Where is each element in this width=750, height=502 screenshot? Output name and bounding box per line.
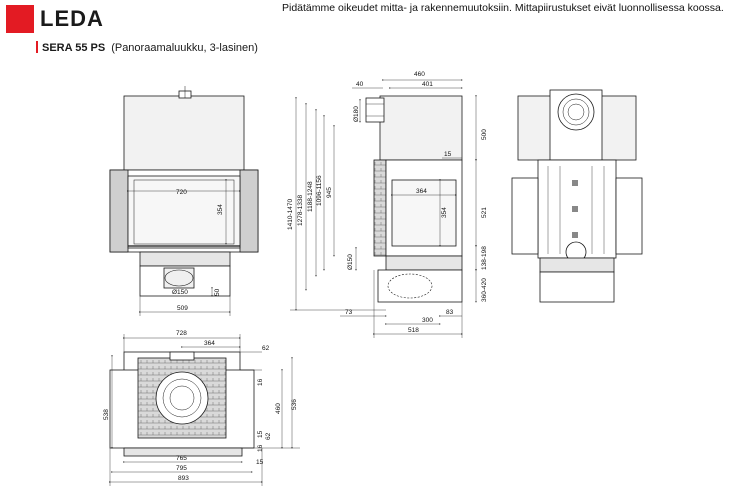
dim-73: 73 — [345, 309, 353, 316]
dim-728: 728 — [176, 330, 187, 337]
dim-300: 300 — [422, 317, 433, 324]
brand-logo: LEDA — [6, 5, 104, 33]
back-flue-ring — [557, 93, 595, 131]
dim-538: 538 — [103, 409, 110, 420]
dim-15-plan-right: 15 — [256, 459, 264, 466]
dim-500: 500 — [481, 129, 488, 140]
dim-720: 720 — [176, 189, 187, 196]
plan-flue-ring — [155, 371, 209, 425]
dim-536: 536 — [291, 399, 298, 410]
side-view — [290, 79, 477, 338]
dim-1410-1470: 1410-1470 — [287, 199, 294, 230]
front-base — [139, 251, 231, 267]
back-base — [539, 257, 615, 273]
brand-name: LEDA — [40, 6, 104, 31]
dim-62-top: 62 — [262, 345, 270, 352]
dim-83: 83 — [446, 309, 454, 316]
dim-1278-1338: 1278-1338 — [297, 195, 304, 226]
dim-16-bottom: 16 — [257, 444, 264, 452]
dim-354-front: 354 — [217, 204, 224, 215]
dim-15-plan: 15 — [257, 430, 264, 438]
model-heading: SERA 55 PS (Panoraamaluukku, 3-lasinen) — [36, 41, 258, 54]
dim-364-side: 364 — [416, 188, 427, 195]
side-glass — [391, 179, 457, 247]
dim-1096-1156: 1096-1156 — [316, 175, 323, 206]
dim-354-side: 354 — [441, 207, 448, 218]
dim-765: 765 — [176, 455, 187, 462]
side-front-frame — [373, 159, 387, 257]
dim-401: 401 — [422, 81, 433, 88]
dim-893: 893 — [178, 475, 189, 482]
side-hood — [379, 95, 463, 161]
dim-509: 509 — [177, 305, 188, 312]
dim-1188-1248: 1188-1248 — [307, 181, 314, 212]
dim-138-198: 138-198 — [481, 246, 488, 270]
dim-460-side: 460 — [414, 71, 425, 78]
dim-460-plan: 460 — [275, 403, 282, 414]
dim-518: 518 — [408, 327, 419, 334]
logo-mark-icon — [6, 5, 34, 33]
plan-view — [109, 334, 300, 486]
dim-15-side: 15 — [444, 151, 452, 158]
dim-364-plan: 364 — [204, 340, 215, 347]
dim-945: 945 — [326, 187, 333, 198]
model-name: SERA 55 PS — [42, 42, 106, 54]
dim-flue-180: Ø180 — [353, 106, 360, 122]
side-flue-bottom — [387, 273, 433, 299]
model-variant: (Panoraamaluukku, 3-lasinen) — [111, 42, 258, 54]
accent-bar — [36, 41, 38, 53]
side-flue-top — [365, 97, 385, 123]
dim-521: 521 — [481, 207, 488, 218]
dim-40: 40 — [356, 81, 364, 88]
dim-16-top: 16 — [257, 378, 264, 386]
dim-360-420: 360-420 — [481, 278, 488, 302]
front-hood — [123, 95, 245, 171]
side-base — [385, 255, 463, 271]
front-flue-outlet — [163, 267, 195, 289]
disclaimer-text: Pidätämme oikeudet mitta- ja rakennemuut… — [282, 2, 724, 14]
dim-flue-150-front: Ø150 — [172, 289, 188, 296]
front-view — [109, 86, 259, 316]
dim-flue-150-side: Ø150 — [347, 254, 354, 270]
dim-795: 795 — [176, 465, 187, 472]
dim-62-bottom: 62 — [265, 432, 272, 440]
dim-50-front: 50 — [214, 288, 221, 296]
back-view — [511, 89, 643, 303]
front-glass — [127, 175, 241, 249]
